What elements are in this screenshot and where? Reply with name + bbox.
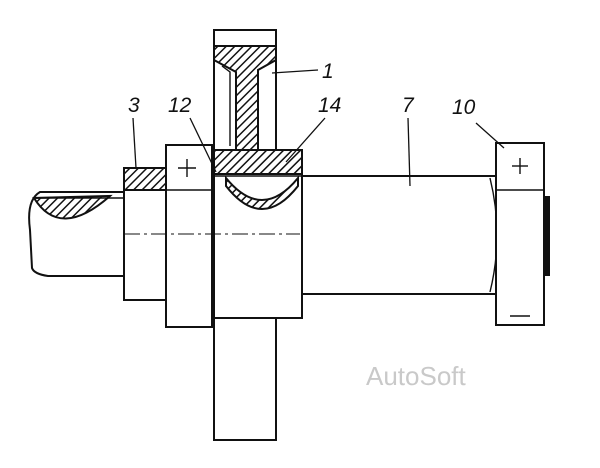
- watermark: AutoSoft: [366, 361, 467, 391]
- callout-12: 12: [168, 94, 192, 117]
- gear-1-lower: [213, 317, 277, 441]
- callout-7: 7: [402, 94, 415, 117]
- callout-14: 14: [318, 94, 341, 117]
- callout-1: 1: [322, 60, 334, 83]
- shaft-7: [279, 175, 505, 295]
- callout-10: 10: [452, 96, 476, 119]
- hub-14: [213, 149, 303, 319]
- bearing-10: [495, 142, 550, 326]
- bearing-left: [165, 144, 213, 328]
- leader-lines: [132, 69, 505, 187]
- shaft-left-end: [28, 191, 125, 277]
- callout-3: 3: [128, 94, 140, 117]
